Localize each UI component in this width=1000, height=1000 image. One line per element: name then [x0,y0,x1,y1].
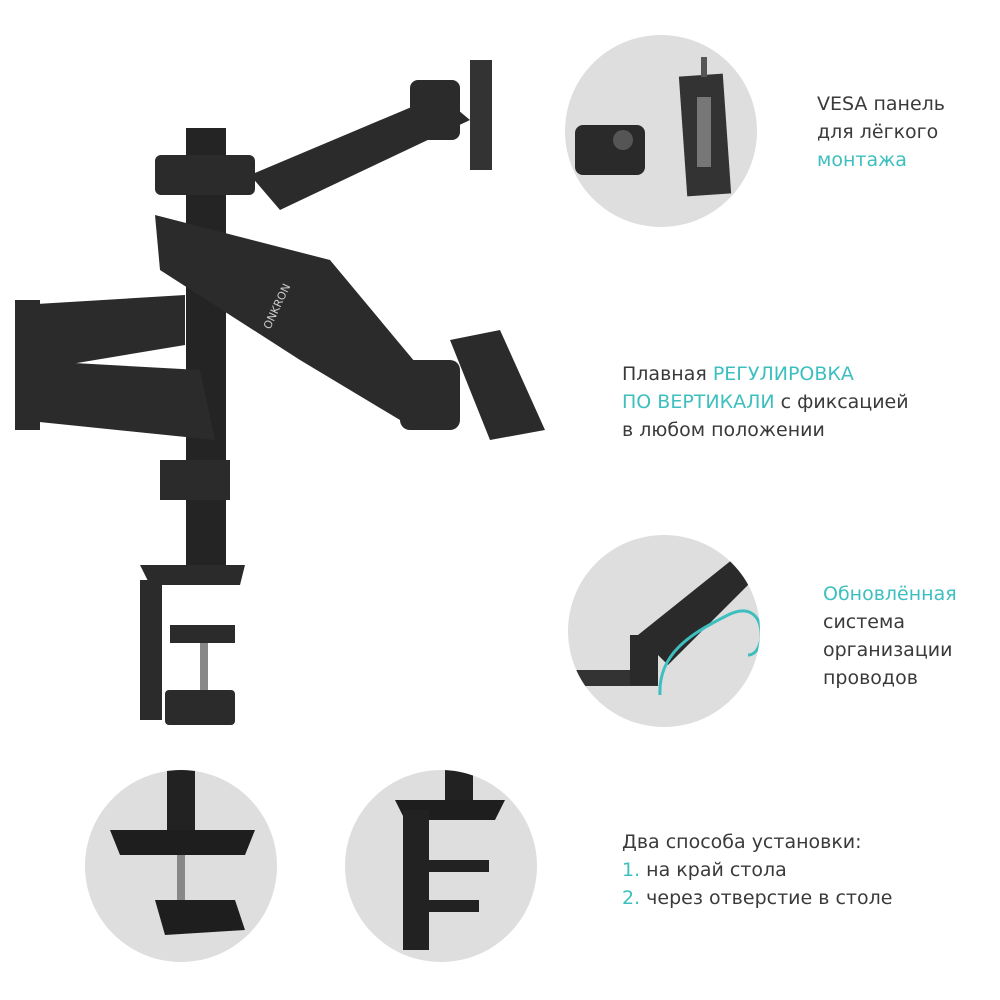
vertical-line2-plain: с фиксацией [774,391,909,413]
cable-management-image [568,555,760,696]
cable-detail-circle [568,535,760,727]
mounting-item-text: на край стола [640,859,787,881]
vesa-plate-image [575,57,732,197]
cable-line3: организации [823,639,953,661]
mounting-item-number: 2. [622,887,641,909]
grommet-mount-image [110,770,255,935]
vesa-detail-circle [565,35,757,227]
mounting-item-text: через отверстие в столе [640,887,893,909]
mounting-title: Два способа установки: [622,831,862,853]
cable-line1: Обновлённая [823,583,957,605]
vertical-line1: Плавная РЕГУЛИРОВКА [622,360,909,388]
cable-line4: проводов [823,667,918,689]
clamp-mount-circle [345,770,537,962]
vertical-line1-plain: Плавная [622,363,713,385]
vesa-line1: VESA панель [817,93,945,115]
vertical-line1-accent: РЕГУЛИРОВКА [712,363,854,385]
mounting-item: 2. через отверстие в столе [622,884,892,912]
vesa-line2: для лёгкого [817,121,939,143]
grommet-mount-circle [85,770,277,962]
clamp-mount-image [395,770,505,950]
monitor-arm-image: ONKRON [15,60,545,725]
cable-line2: система [823,611,905,633]
mounting-caption: Два способа установки: 1. на край стола … [622,828,892,912]
mounting-item-number: 1. [622,859,641,881]
mounting-item: 1. на край стола [622,856,892,884]
vesa-line3: монтажа [817,149,907,171]
vertical-adjust-caption: Плавная РЕГУЛИРОВКА ПО ВЕРТИКАЛИ с фикса… [622,360,909,444]
vertical-line3: в любом положении [622,419,825,441]
cable-caption: Обновлённая система организации проводов [823,580,957,692]
vertical-line2-accent: ПО ВЕРТИКАЛИ [622,391,775,413]
vesa-caption: VESA панель для лёгкого монтажа [817,90,945,174]
vertical-line2: ПО ВЕРТИКАЛИ с фиксацией [622,388,909,416]
